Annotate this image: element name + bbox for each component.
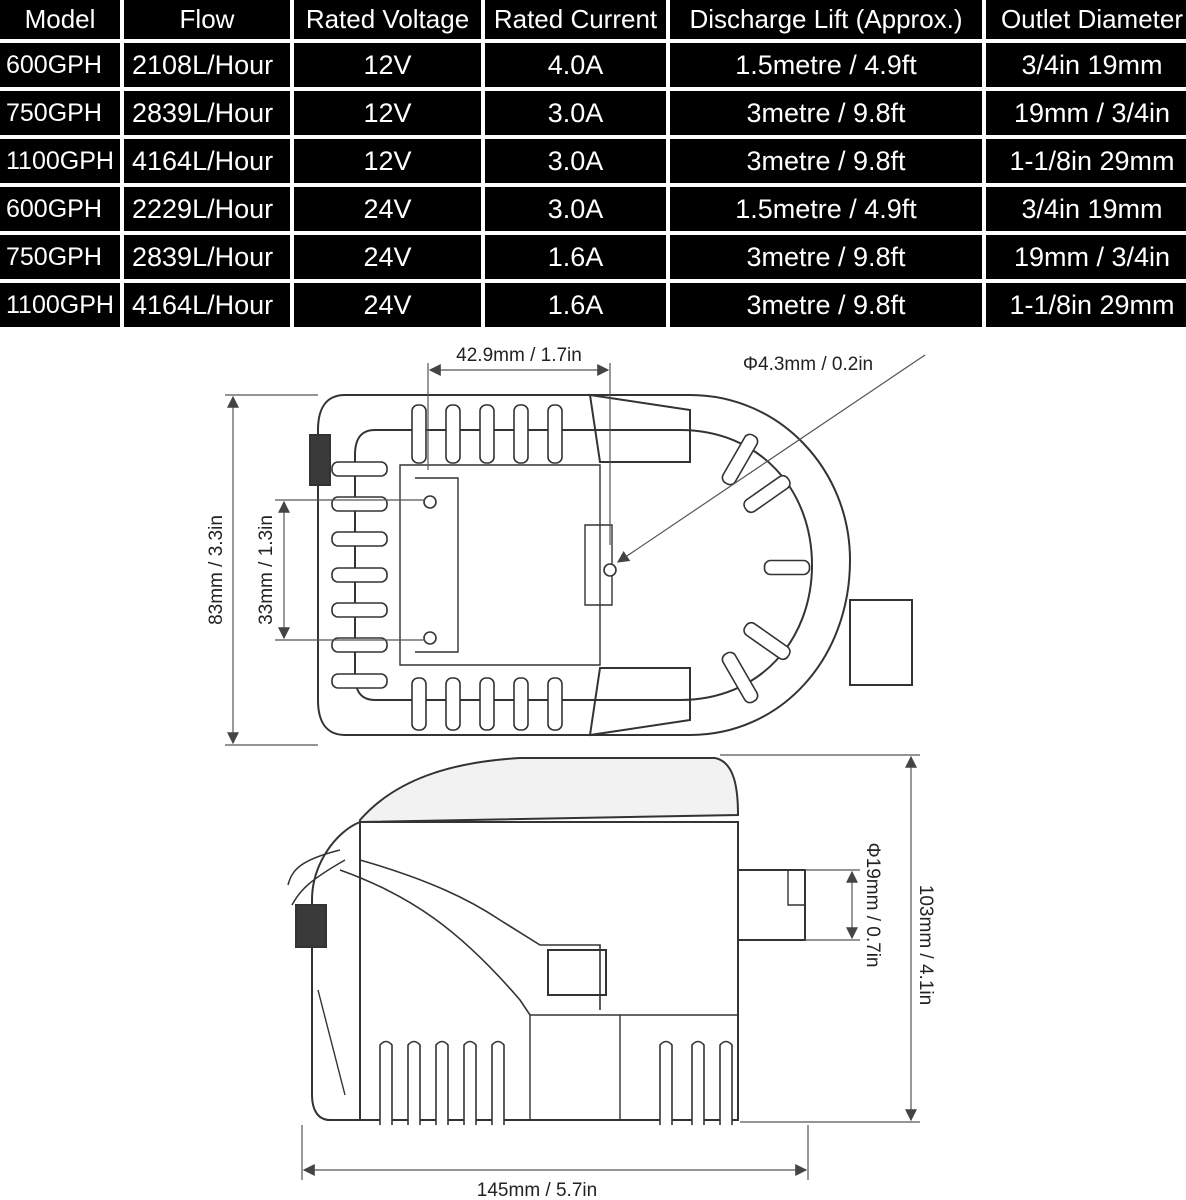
- pump-top-view: [309, 393, 913, 737]
- pump-side-ribs: [379, 1040, 733, 1125]
- cell-rated-current: 3.0A: [485, 91, 666, 139]
- cell-rated-voltage: 24V: [294, 283, 481, 331]
- hole-diameter-label: Φ4.3mm / 0.2in: [743, 354, 873, 375]
- cell-discharge-lift: 1.5metre / 4.9ft: [670, 43, 982, 91]
- cell-rated-current: 3.0A: [485, 139, 666, 187]
- cell-rated-voltage: 12V: [294, 139, 481, 187]
- cell-discharge-lift: 3metre / 9.8ft: [670, 283, 982, 331]
- header-rated-current: Rated Current: [485, 0, 666, 43]
- pump-side-view: [287, 757, 806, 1121]
- cell-outlet-diameter: 19mm / 3/4in: [986, 235, 1186, 283]
- cell-rated-current: 3.0A: [485, 187, 666, 235]
- cell-outlet-diameter: 3/4in 19mm: [986, 43, 1186, 91]
- cell-rated-voltage: 12V: [294, 91, 481, 139]
- cell-model: 1100GPH: [0, 139, 120, 187]
- cell-flow: 2229L/Hour: [124, 187, 290, 235]
- cell-model: 600GPH: [0, 43, 120, 91]
- cell-rated-voltage: 24V: [294, 235, 481, 283]
- cell-model: 600GPH: [0, 187, 120, 235]
- cell-outlet-diameter: 1-1/8in 29mm: [986, 283, 1186, 331]
- cell-discharge-lift: 3metre / 9.8ft: [670, 91, 982, 139]
- cell-flow: 2839L/Hour: [124, 235, 290, 283]
- outlet-diameter-label: Φ19mm / 0.7in: [862, 843, 883, 968]
- cell-discharge-lift: 1.5metre / 4.9ft: [670, 187, 982, 235]
- header-rated-voltage: Rated Voltage: [294, 0, 481, 43]
- cell-rated-voltage: 24V: [294, 187, 481, 235]
- header-flow: Flow: [124, 0, 290, 43]
- header-model: Model: [0, 0, 120, 43]
- cell-flow: 4164L/Hour: [124, 283, 290, 331]
- cell-rated-current: 1.6A: [485, 235, 666, 283]
- hole-spacing-label: 33mm / 1.3in: [256, 515, 277, 625]
- total-length-label: 145mm / 5.7in: [477, 1180, 597, 1200]
- cell-discharge-lift: 3metre / 9.8ft: [670, 235, 982, 283]
- total-height-label: 103mm / 4.1in: [915, 885, 936, 1005]
- cell-outlet-diameter: 19mm / 3/4in: [986, 91, 1186, 139]
- mounting-holes: [423, 495, 617, 645]
- cell-rated-current: 4.0A: [485, 43, 666, 91]
- cell-discharge-lift: 3metre / 9.8ft: [670, 139, 982, 187]
- cell-flow: 4164L/Hour: [124, 139, 290, 187]
- header-outlet-diameter: Outlet Diameter: [986, 0, 1186, 43]
- cell-rated-voltage: 12V: [294, 43, 481, 91]
- cell-flow: 2839L/Hour: [124, 91, 290, 139]
- pump-dimension-drawing: 42.9mm / 1.7in Φ4.3mm / 0.2in 83mm / 3.3…: [206, 345, 936, 1200]
- cell-rated-current: 1.6A: [485, 283, 666, 331]
- header-discharge-lift: Discharge Lift (Approx.): [670, 0, 982, 43]
- base-height-label: 83mm / 3.3in: [206, 515, 227, 625]
- cell-model: 1100GPH: [0, 283, 120, 331]
- dimension-lines: [225, 354, 926, 1180]
- mount-spacing-label: 42.9mm / 1.7in: [456, 345, 582, 366]
- cell-outlet-diameter: 3/4in 19mm: [986, 187, 1186, 235]
- cell-outlet-diameter: 1-1/8in 29mm: [986, 139, 1186, 187]
- cell-model: 750GPH: [0, 91, 120, 139]
- pump-top-slots: [331, 404, 811, 731]
- cell-flow: 2108L/Hour: [124, 43, 290, 91]
- cell-model: 750GPH: [0, 235, 120, 283]
